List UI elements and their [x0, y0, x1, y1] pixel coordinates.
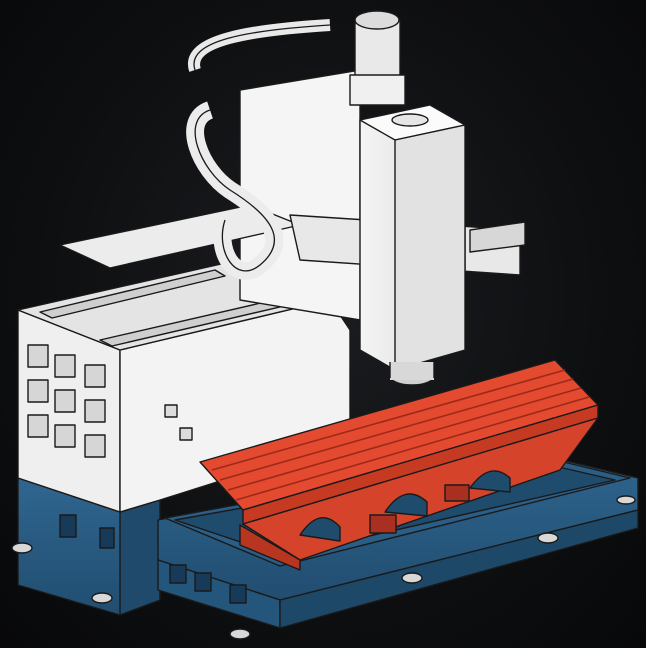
work-table — [199, 359, 599, 571]
spindle-motor — [349, 10, 406, 106]
leveling-feet — [11, 495, 636, 640]
cable-carrier — [186, 19, 331, 280]
spindle-head — [359, 104, 466, 386]
